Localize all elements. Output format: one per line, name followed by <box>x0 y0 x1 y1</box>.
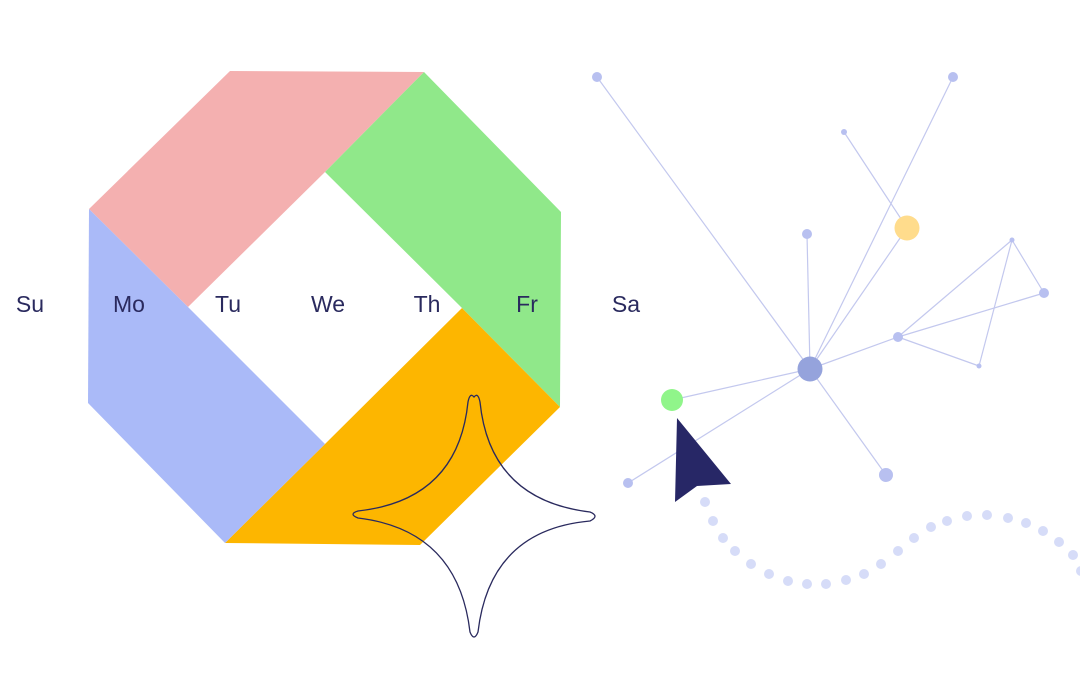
cursor-arrow-icon <box>675 418 731 502</box>
octagon-segment-green <box>325 72 561 407</box>
octagon-segment-blue <box>88 209 325 543</box>
wave-dot <box>764 569 774 579</box>
week-octagon <box>88 71 561 545</box>
wave-dot <box>708 516 718 526</box>
wave-dot <box>718 533 728 543</box>
wave-dot <box>909 533 919 543</box>
wave-dot <box>802 579 812 589</box>
wave-dot <box>841 575 851 585</box>
wave-dot <box>746 559 756 569</box>
day-label-fr: Fr <box>516 291 538 317</box>
graph-node <box>976 363 982 369</box>
wave-dot <box>1054 537 1064 547</box>
day-label-tu: Tu <box>215 291 241 317</box>
wave-dot <box>876 559 886 569</box>
graph-node <box>592 72 602 82</box>
day-labels: Su Mo Tu We Th Fr Sa <box>16 291 640 317</box>
wave-dot <box>1021 518 1031 528</box>
octagon-segment-pink <box>89 71 424 307</box>
wave-dot <box>942 516 952 526</box>
wave-dot <box>962 511 972 521</box>
wave-dot <box>1076 566 1080 576</box>
graph-node <box>879 468 893 482</box>
graph-node <box>802 229 812 239</box>
day-label-mo: Mo <box>113 291 145 317</box>
wave-dot <box>1068 550 1078 560</box>
day-label-su: Su <box>16 291 44 317</box>
dotted-wave-path <box>700 497 1080 589</box>
graph-node-yellow <box>894 215 920 241</box>
wave-dot <box>893 546 903 556</box>
graph-hub-node <box>797 356 823 382</box>
day-label-th: Th <box>414 291 441 317</box>
day-label-sa: Sa <box>612 291 640 317</box>
wave-dot <box>821 579 831 589</box>
graph-node <box>623 478 633 488</box>
octagon-segment-orange <box>225 308 560 545</box>
graph-node <box>1039 288 1049 298</box>
wave-dot <box>859 569 869 579</box>
wave-dot <box>982 510 992 520</box>
graph-node <box>893 332 903 342</box>
sparkle-star-icon <box>352 394 596 638</box>
wave-dot <box>730 546 740 556</box>
network-graph <box>592 72 1049 488</box>
graph-node <box>841 129 847 135</box>
wave-dot <box>926 522 936 532</box>
graph-node <box>1009 237 1015 243</box>
wave-dot <box>783 576 793 586</box>
wave-dot <box>700 497 710 507</box>
wave-dot <box>1038 526 1048 536</box>
graph-node-green <box>661 389 683 411</box>
graph-node <box>948 72 958 82</box>
wave-dot <box>1003 513 1013 523</box>
day-label-we: We <box>311 291 345 317</box>
